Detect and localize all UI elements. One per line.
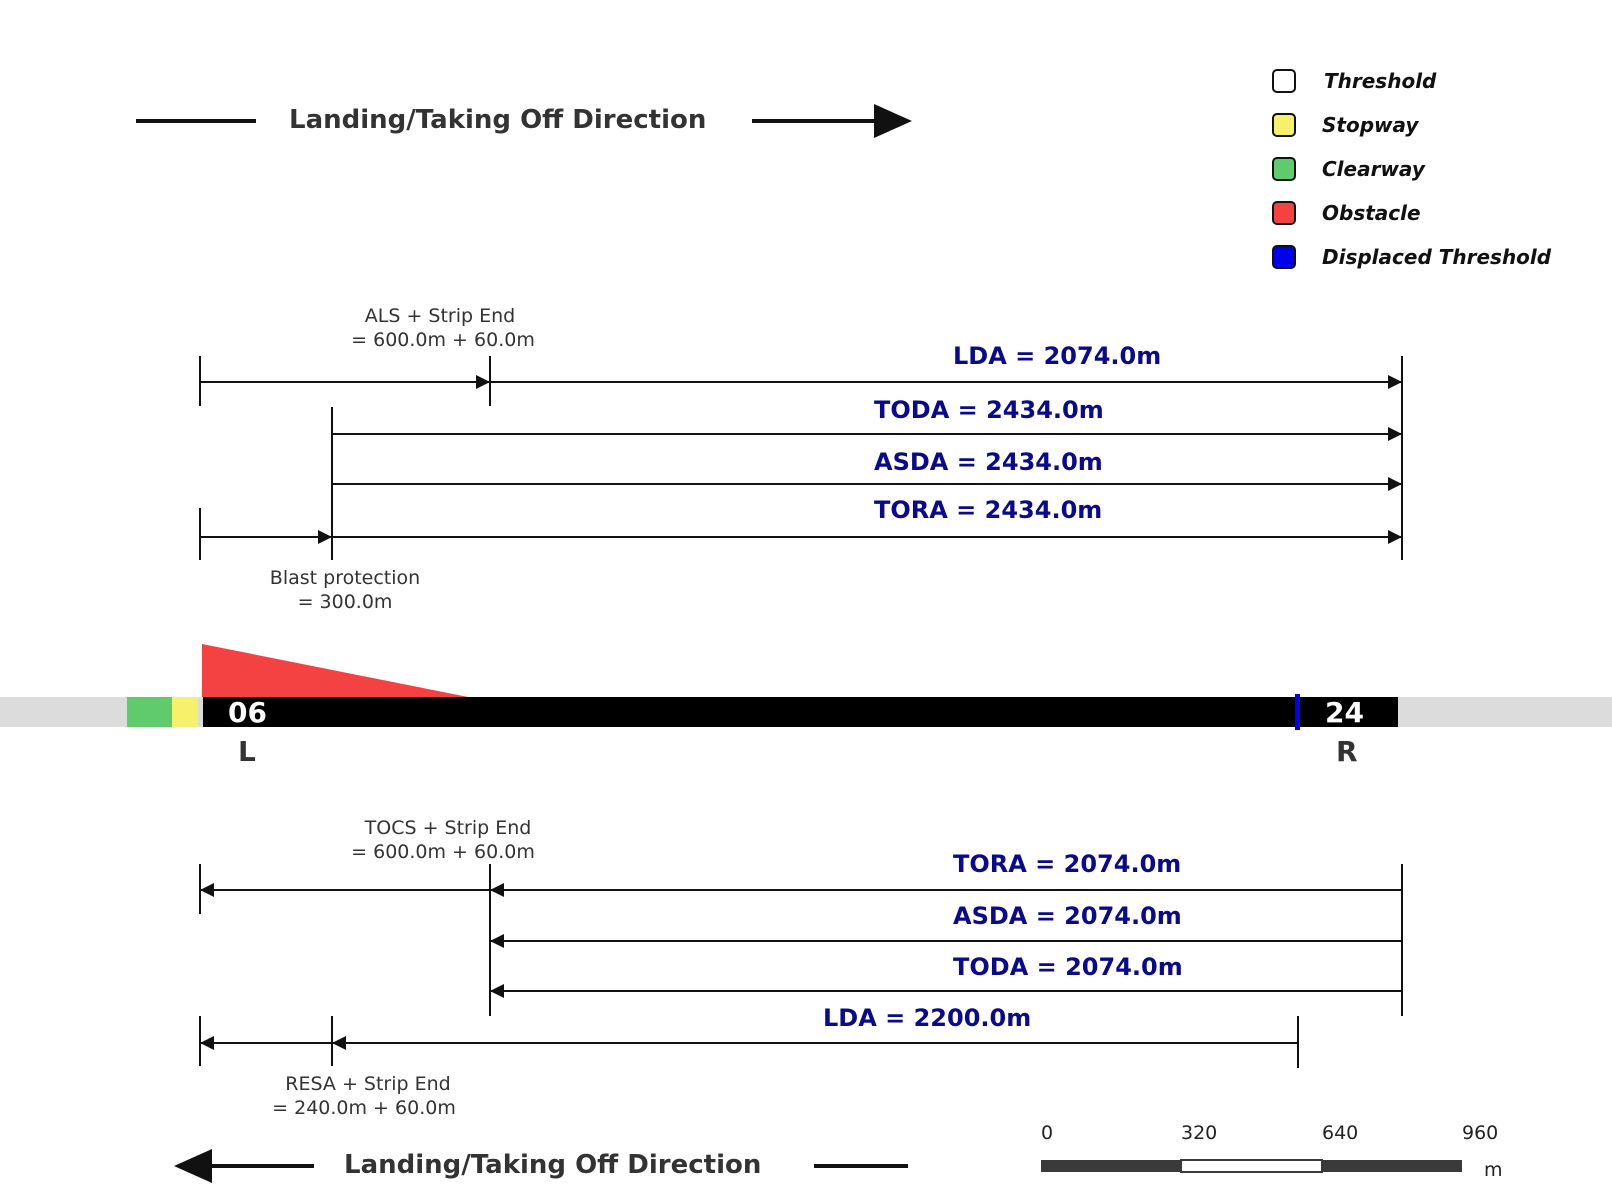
top-direction-label: Landing/Taking Off Direction — [289, 105, 706, 135]
displaced-threshold-swatch — [1272, 245, 1296, 269]
scale-segment-2 — [1180, 1159, 1323, 1173]
legend: Threshold Stopway Clearway Obstacle Disp… — [1272, 69, 1552, 269]
top-lda-label: LDA = 2074.0m — [953, 342, 1161, 370]
als-strip-label-line1: ALS + Strip End — [365, 305, 515, 327]
bottom-toda-label: TODA = 2074.0m — [953, 953, 1183, 981]
legend-label-stopway: Stopway — [1322, 113, 1419, 137]
scale-segment-1 — [1041, 1160, 1181, 1172]
runway-designator-right: 24 — [1325, 696, 1364, 729]
scale-segment-3 — [1322, 1160, 1462, 1172]
top-direction-banner: Landing/Taking Off Direction — [136, 104, 912, 138]
scale-bar: 0 320 640 960 m — [1041, 1122, 1503, 1181]
bottom-lda-label: LDA = 2200.0m — [823, 1004, 1031, 1032]
obstacle-slope — [202, 644, 468, 697]
tocs-strip-label-line1: TOCS + Strip End — [364, 817, 532, 839]
runway-side-left: L — [238, 735, 256, 768]
bottom-tora-label: TORA = 2074.0m — [953, 850, 1181, 878]
bottom-direction-label: Landing/Taking Off Direction — [344, 1150, 761, 1180]
left-arrow-icon — [174, 1149, 212, 1183]
displaced-threshold-marker — [1295, 694, 1300, 730]
threshold-swatch — [1272, 69, 1296, 93]
runway-surface — [203, 697, 1398, 727]
legend-label-threshold: Threshold — [1324, 69, 1437, 93]
stopway — [172, 697, 198, 727]
legend-item-threshold: Threshold — [1272, 69, 1437, 93]
runway: 06 24 L R — [0, 644, 1612, 768]
clearway-swatch — [1272, 157, 1296, 181]
legend-label-clearway: Clearway — [1322, 157, 1426, 181]
runway-side-right: R — [1336, 735, 1358, 768]
bottom-direction-banner: Landing/Taking Off Direction — [174, 1149, 908, 1183]
obstacle-swatch — [1272, 201, 1296, 225]
bottom-distances: TOCS + Strip End = 600.0m + 60.0m TORA =… — [199, 817, 1403, 1119]
scale-unit: m — [1484, 1159, 1503, 1181]
scale-tick-960: 960 — [1462, 1122, 1498, 1144]
top-toda-label: TODA = 2434.0m — [874, 396, 1104, 424]
scale-tick-320: 320 — [1181, 1122, 1217, 1144]
legend-item-clearway: Clearway — [1272, 157, 1426, 181]
top-distances: ALS + Strip End = 600.0m + 60.0m LDA = 2… — [199, 305, 1403, 613]
legend-label-displaced-threshold: Displaced Threshold — [1322, 245, 1552, 269]
stopway-swatch — [1272, 113, 1296, 137]
right-arrow-icon — [874, 104, 912, 138]
top-tora-label: TORA = 2434.0m — [874, 496, 1102, 524]
tocs-strip-label-line2: = 600.0m + 60.0m — [351, 841, 535, 863]
top-asda-label: ASDA = 2434.0m — [874, 448, 1103, 476]
legend-item-stopway: Stopway — [1272, 113, 1419, 137]
legend-label-obstacle: Obstacle — [1322, 201, 1421, 225]
resa-strip-label-line1: RESA + Strip End — [285, 1073, 450, 1095]
runway-designator-left: 06 — [228, 696, 267, 729]
blast-protection-label-line2: = 300.0m — [298, 591, 393, 613]
clearway — [127, 697, 172, 727]
bottom-asda-label: ASDA = 2074.0m — [953, 902, 1182, 930]
als-strip-label-line2: = 600.0m + 60.0m — [351, 329, 535, 351]
legend-item-obstacle: Obstacle — [1272, 201, 1421, 225]
legend-item-displaced-threshold: Displaced Threshold — [1272, 245, 1552, 269]
resa-strip-label-line2: = 240.0m + 60.0m — [272, 1097, 456, 1119]
blast-protection-label-line1: Blast protection — [270, 567, 420, 589]
scale-tick-640: 640 — [1322, 1122, 1358, 1144]
scale-tick-0: 0 — [1041, 1122, 1053, 1144]
